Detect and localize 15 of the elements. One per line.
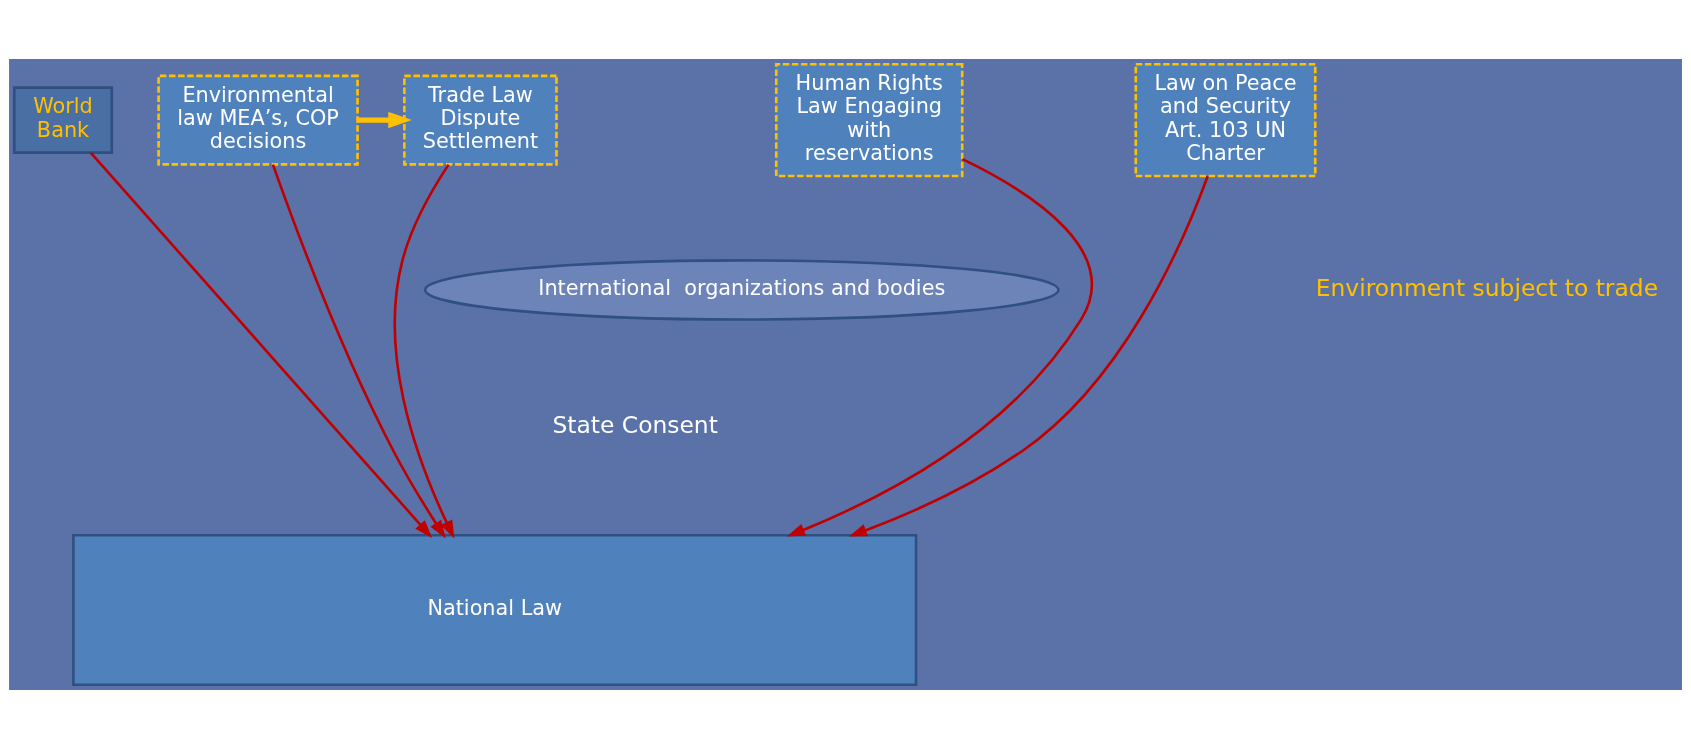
arrow [848,175,1209,537]
node-ellipse: International organizations and bodies [423,258,1060,321]
node-box: Environmental law MEA’s, COP decisions [157,74,359,166]
label: Environment subject to trade [1315,273,1659,302]
arrow [271,163,446,539]
node-box: Human Rights Law Engaging with reservations [774,62,964,177]
label: State Consent [552,410,718,439]
arrow [357,111,412,128]
node-box: Law on Peace and Security Art. 103 UN Charter [1134,62,1317,177]
node-box: World Bank [12,85,114,154]
arrow [786,157,1093,537]
node-box: Trade Law Dispute Settlement [403,74,558,166]
node-box: National Law [72,533,918,686]
arrow [89,151,433,538]
arrow [393,163,455,539]
